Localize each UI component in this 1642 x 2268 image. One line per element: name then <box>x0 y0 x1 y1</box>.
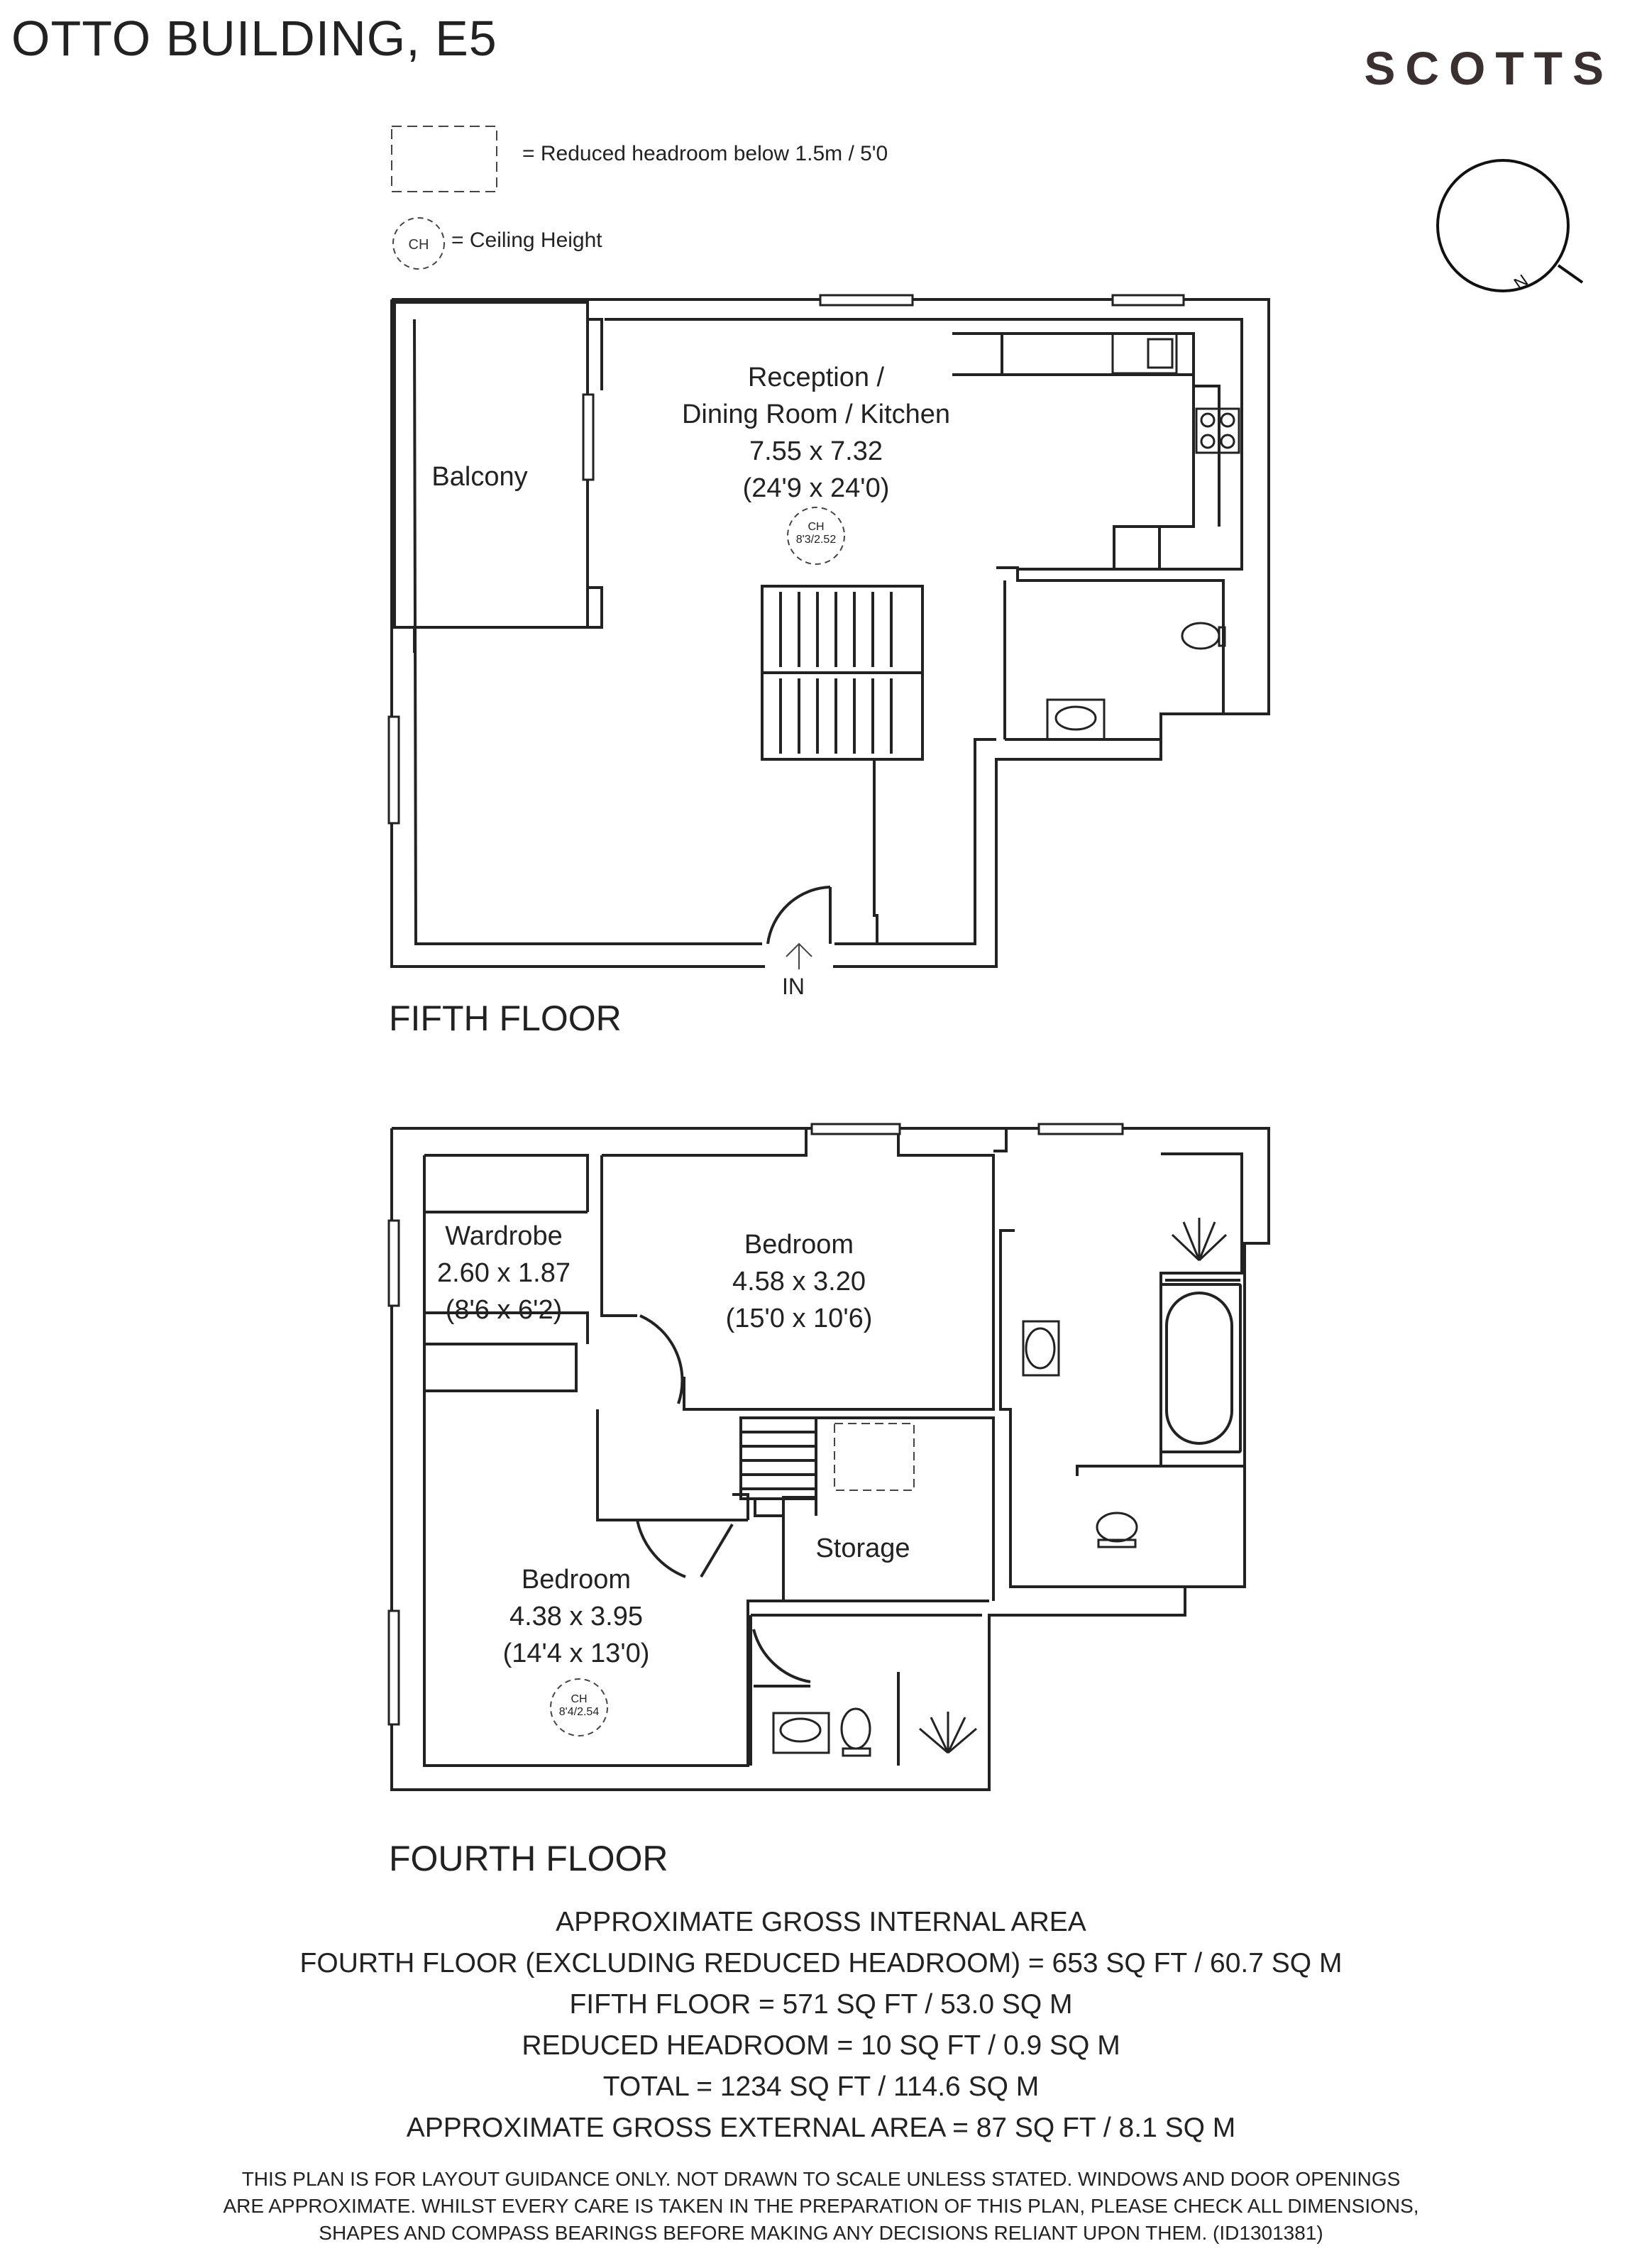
bedroom-2-name: Bedroom <box>521 1565 632 1595</box>
fifth-floor-ch-value: 8'3/2.52 <box>795 534 837 546</box>
bedroom-2-label: Bedroom 4.38 x 3.95 (14'4 x 13'0) <box>503 1561 650 1672</box>
bedroom-2-imperial: (14'4 x 13'0) <box>502 1639 650 1668</box>
hob-icon <box>1195 407 1240 454</box>
shower-icon <box>1171 1218 1228 1262</box>
bathtub-icon <box>1159 1283 1242 1453</box>
brand-logo: SCOTTS <box>1364 42 1614 94</box>
fifth-floor-ch-marker <box>787 507 845 565</box>
entrance-label: IN <box>782 974 805 999</box>
kitchen-sink-icon <box>1111 332 1178 375</box>
fourth-floor-staircase <box>739 1416 817 1500</box>
compass-icon <box>1436 159 1584 292</box>
toilet-icon <box>1096 1512 1138 1543</box>
ch-legend-symbol-label: CH <box>409 237 429 253</box>
area-line-5: TOTAL = 1234 SQ FT / 114.6 SQ M <box>602 2071 1040 2102</box>
reception-name-line1: Reception / <box>747 363 885 392</box>
toilet-icon <box>1181 622 1221 650</box>
fifth-floor-ch-label: CH 8'3/2.52 <box>796 521 836 546</box>
ch-legend-symbol <box>392 217 445 270</box>
reception-imperial: (24'9 x 24'0) <box>742 473 890 503</box>
page-title: OTTO BUILDING, E5 <box>11 11 497 66</box>
basin-icon <box>1022 1320 1060 1377</box>
legend-ceiling-height: = Ceiling Height <box>451 229 602 252</box>
fourth-floor-fixtures <box>772 1218 1228 1757</box>
fourth-floor-label: FOURTH FLOOR <box>389 1839 668 1878</box>
fifth-floor-label: FIFTH FLOOR <box>389 998 622 1038</box>
entrance-arrow-icon <box>786 942 812 969</box>
fifth-floor-windows <box>387 294 1185 825</box>
wardrobe-imperial: (8'6 x 6'2) <box>445 1295 563 1325</box>
bedroom-1-label: Bedroom 4.58 x 3.20 (15'0 x 10'6) <box>726 1226 873 1337</box>
bedroom-1-name: Bedroom <box>744 1230 854 1260</box>
bedroom-1-imperial: (15'0 x 10'6) <box>725 1304 873 1333</box>
fourth-floor-ch-text: CH <box>571 1693 588 1705</box>
wardrobe-name: Wardrobe <box>445 1221 563 1251</box>
bedroom-2-metric: 4.38 x 3.95 <box>509 1602 644 1631</box>
storage-label: Storage <box>815 1534 910 1563</box>
fifth-floor-ch-text: CH <box>808 521 825 533</box>
fourth-floor-ch-value: 8'4/2.54 <box>558 1706 600 1718</box>
area-line-2: FOURTH FLOOR (EXCLUDING REDUCED HEADROOM… <box>299 1948 1343 1978</box>
fifth-floor-walls <box>390 298 1270 968</box>
fifth-floor-fixtures <box>1046 332 1240 741</box>
fourth-floor-walls <box>390 1127 1270 1791</box>
disclaimer-line-2: ARE APPROXIMATE. WHILST EVERY CARE IS TA… <box>223 2195 1419 2217</box>
toilet-icon <box>840 1707 871 1750</box>
wardrobe-label: Wardrobe 2.60 x 1.87 (8'6 x 6'2) <box>437 1218 571 1328</box>
bedroom-1-metric: 4.58 x 3.20 <box>732 1267 866 1297</box>
basin-icon <box>772 1712 830 1754</box>
legend-reduced-headroom: = Reduced headroom below 1.5m / 5'0 <box>522 142 888 165</box>
reception-name-line2: Dining Room / Kitchen <box>681 400 951 429</box>
wardrobe-metric: 2.60 x 1.87 <box>436 1258 571 1288</box>
fourth-floor-ch-label: CH 8'4/2.54 <box>559 1693 599 1719</box>
reception-label: Reception / Dining Room / Kitchen 7.55 x… <box>682 359 950 507</box>
area-line-6: APPROXIMATE GROSS EXTERNAL AREA = 87 SQ … <box>406 2113 1236 2143</box>
area-line-1: APPROXIMATE GROSS INTERNAL AREA <box>556 1907 1086 1937</box>
disclaimer-line-3: SHAPES AND COMPASS BEARINGS BEFORE MAKIN… <box>319 2222 1323 2244</box>
fourth-floor-windows <box>387 1123 1124 1726</box>
disclaimer-line-1: THIS PLAN IS FOR LAYOUT GUIDANCE ONLY. N… <box>241 2168 1401 2190</box>
area-line-4: REDUCED HEADROOM = 10 SQ FT / 0.9 SQ M <box>522 2030 1120 2061</box>
reception-metric: 7.55 x 7.32 <box>749 436 883 466</box>
area-summary: APPROXIMATE GROSS INTERNAL AREA FOURTH F… <box>0 1902 1642 2149</box>
basin-icon <box>1046 698 1106 741</box>
reduced-headroom-legend-symbol <box>391 126 497 192</box>
reduced-headroom-area <box>834 1423 915 1491</box>
disclaimer: THIS PLAN IS FOR LAYOUT GUIDANCE ONLY. N… <box>0 2166 1642 2247</box>
area-line-3: FIFTH FLOOR = 571 SQ FT / 53.0 SQ M <box>569 1989 1073 2020</box>
balcony-label: Balcony <box>431 462 528 492</box>
fourth-floor-ch-marker <box>550 1678 608 1736</box>
shower-icon <box>919 1712 977 1754</box>
